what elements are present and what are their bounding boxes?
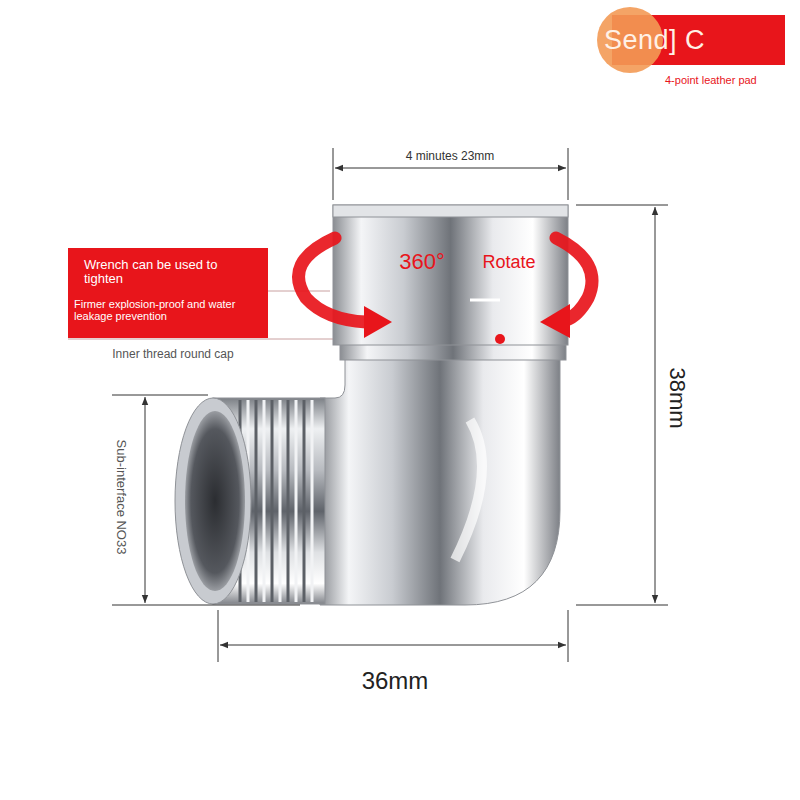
node-heading: Send] C [604,23,779,57]
rotate-arrows [299,238,592,322]
arrowhead [364,306,392,338]
gift-badge: Send] C4-point leather pad [598,15,785,65]
node-note: 4-point leather pad [665,74,757,86]
dimension-label-vertical: 38mm [664,367,690,428]
dimension-label-vertical: Sub-interface NO33 [114,440,129,555]
node-heading: Wrench can be used to tighten [84,258,260,286]
dimension-label: Inner thread round cap [112,347,233,361]
elbow-body [320,358,560,605]
dimension-label: Rotate [482,252,535,273]
dimension-label: 36mm [362,667,429,695]
marker-dot [495,334,505,344]
node-note: Firmer explosion-proof and water leakage… [74,298,260,322]
arrowhead [540,304,570,338]
dimension-lines [112,148,668,662]
female-socket [333,205,568,360]
badge-graphic [597,7,785,73]
dimension-label: 4 minutes 23mm [406,149,495,163]
callout-box: Wrench can be used to tightenFirmer expl… [68,248,268,338]
dimension-label: 360° [399,249,445,275]
threaded-pipe [175,398,325,604]
